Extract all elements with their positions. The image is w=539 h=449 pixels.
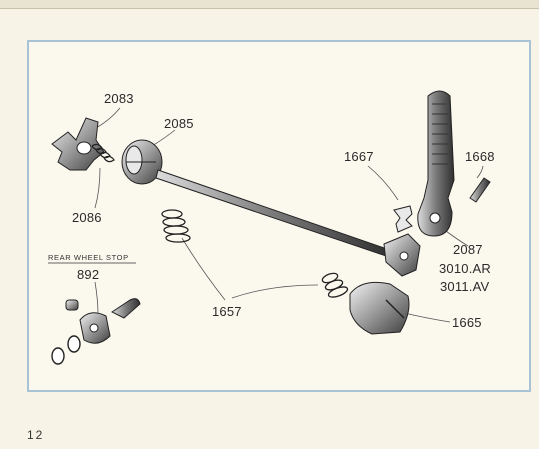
leader-2085 [151,129,176,147]
skewer-rod [155,169,393,259]
leader-1657-a [181,237,226,301]
leader-2086 [94,167,101,209]
label-1667: 1667 [344,149,374,164]
label-2083: 2083 [104,91,134,106]
spring-2086 [91,143,115,163]
sleeve-1665 [349,281,410,335]
rear-wheel-stop-892 [51,298,141,365]
rear-wheel-stop-title: REAR WHEEL STOP [48,253,129,262]
leader-892 [94,281,99,315]
wing-nut-2083 [51,117,105,171]
label-1665: 1665 [452,315,482,330]
leader-2083 [95,107,121,129]
label-3011: 3011.AV [440,279,490,294]
label-2087: 2087 [453,242,483,257]
leader-1667 [367,165,399,201]
label-1657: 1657 [212,304,242,319]
cone-2085 [121,139,163,185]
spring-1657-right [321,272,349,298]
label-3010: 3010.AR [439,261,491,276]
leader-1668 [476,165,484,179]
label-2086: 2086 [72,210,102,225]
label-1668: 1668 [465,149,495,164]
lever-2087 [417,90,455,237]
top-band [0,0,539,9]
label-892: 892 [77,267,100,282]
pin-1668 [469,177,491,203]
spring-1657-left [161,209,191,243]
page-number: 12 [27,428,45,442]
clevis-end [383,233,421,277]
clip-1667 [393,205,413,233]
label-2085: 2085 [164,116,194,131]
leader-1657-b [231,284,319,299]
